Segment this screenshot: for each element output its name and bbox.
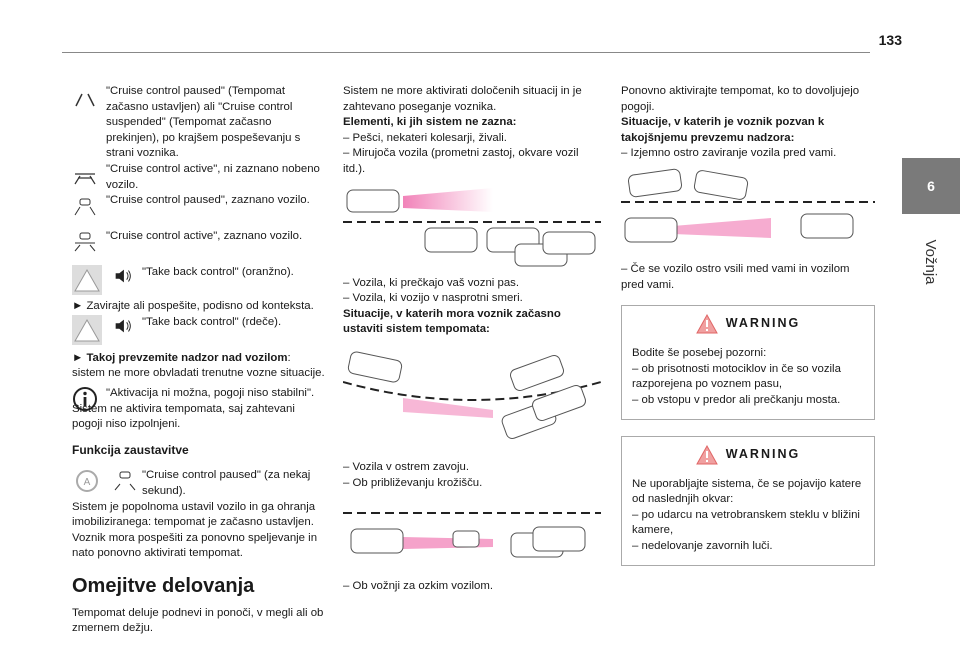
status-text: "Take back control" (oranžno). xyxy=(142,266,294,279)
warning-alert-icon xyxy=(72,314,102,345)
info-icon xyxy=(73,386,97,411)
paragraph: Sistem je popolnoma ustavil vozilo in ga… xyxy=(72,500,318,560)
warning-box: WARNING Bodite še posebej pozorni: – ob … xyxy=(621,305,875,420)
status-item: "Cruise control paused", zaznano vozilo. xyxy=(72,193,326,221)
column-left: "Cruise control paused" (Tempomat začasn… xyxy=(72,84,326,637)
list-item: – Ob vožnji za ozkim vozilom. xyxy=(343,580,494,593)
warning-text: – nedelovanje zavornih luči. xyxy=(632,539,773,552)
column-right: Ponovno aktivirajte tempomat, ko to dovo… xyxy=(621,84,875,566)
car-paused-icon xyxy=(114,471,136,491)
list-item: – Vozila, ki vozijo v nasprotni smeri. xyxy=(343,292,523,305)
illustration-crossing-vehicles xyxy=(343,184,601,268)
status-item: "Cruise control paused" (Tempomat začasn… xyxy=(72,84,326,162)
paragraph: Ponovno aktivirajte tempomat, ko to dovo… xyxy=(621,85,860,113)
status-text: "Cruise control paused" (za nekaj sekund… xyxy=(142,469,311,497)
paragraph: Tempomat deluje podnevi in ponoči, v meg… xyxy=(72,606,324,635)
list-heading: Situacije, v katerih je voznik pozvan k … xyxy=(621,116,825,144)
warning-title: WARNING xyxy=(725,446,801,461)
instruction: ► Zavirajte ali pospešite, podisno od ko… xyxy=(72,300,314,313)
status-item: "Cruise control active", zaznano vozilo. xyxy=(72,229,326,257)
warning-triangle-icon xyxy=(695,444,718,465)
list-item: – Ob približevanju krožišču. xyxy=(343,476,483,489)
paragraph: Sistem ne more aktivirati določenih situ… xyxy=(343,85,582,113)
lane-lines-icon xyxy=(75,93,95,107)
status-text: "Take back control" (rdeče). xyxy=(142,315,282,328)
warning-text: Ne uporabljajte sistema, če se pojavijo … xyxy=(632,477,862,506)
status-item: "Take back control" (oranžno). xyxy=(72,265,326,296)
illustration-narrow-vehicle xyxy=(343,505,601,571)
warning-text: – ob vstopu v predor ali prečkanju mosta… xyxy=(632,393,841,406)
warning-alert-icon xyxy=(72,265,102,296)
illustration-hard-braking xyxy=(621,168,875,254)
status-text: "Cruise control paused" (Tempomat začasn… xyxy=(106,85,301,160)
list-item: – Vozila, ki prečkajo vaš vozni pas. xyxy=(343,276,520,289)
warning-triangle-icon xyxy=(695,314,718,334)
car-active-icon xyxy=(74,232,96,252)
warning-text: – ob prisotnosti motociklov in če so voz… xyxy=(632,362,841,391)
list-item: – Mirujoča vozila (prometni zastoj, okva… xyxy=(343,147,579,175)
status-text: "Cruise control active", zaznano vozilo. xyxy=(106,230,303,243)
status-text: "Cruise control paused", zaznano vozilo. xyxy=(106,194,310,207)
warning-header: WARNING xyxy=(632,444,864,465)
list-item: – Vozila v ostrem zavoju. xyxy=(343,460,469,473)
status-text: "Cruise control active", ni zaznano nobe… xyxy=(106,162,320,191)
chapter-tab[interactable]: 6 xyxy=(902,158,960,214)
list-item: – Če se vozilo ostro vsili med vami in v… xyxy=(621,262,850,291)
info-item: "Aktivacija ni možna, pogoji niso stabil… xyxy=(72,386,326,433)
warning-text: – po udarcu na vetrobranskem steklu v bl… xyxy=(632,508,860,537)
list-heading: Elementi, ki jih sistem ne zazna: xyxy=(343,116,517,129)
status-item: "Cruise control active", ni zaznano nobe… xyxy=(72,162,326,193)
auto-hold-icon: A xyxy=(76,470,98,493)
section-subheading: Funkcija zaustavitve xyxy=(72,442,189,457)
section-heading: Omejitve delovanja xyxy=(72,574,255,597)
warning-text: Bodite še posebej pozorni: xyxy=(632,347,767,360)
svg-text:A: A xyxy=(84,477,91,488)
top-divider xyxy=(62,52,870,53)
status-item: A "Cruise control paused" (za nekaj seku… xyxy=(72,468,326,499)
list-heading: Situacije, v katerih mora voznik začasno… xyxy=(343,307,561,336)
warning-header: WARNING xyxy=(632,314,864,334)
warning-box: WARNING Ne uporabljajte sistema, če se p… xyxy=(621,435,875,566)
warning-title: WARNING xyxy=(725,316,801,331)
illustration-sharp-curve xyxy=(342,348,602,452)
chapter-title: Vožnja xyxy=(921,239,939,285)
list-item: – Pešci, nekateri kolesarji, živali. xyxy=(343,131,507,144)
car-paused-icon xyxy=(74,198,96,216)
page-number: 133 xyxy=(878,32,902,48)
sound-icon xyxy=(115,269,131,283)
sound-icon xyxy=(115,319,131,333)
column-middle: Sistem ne more aktivirati določenih situ… xyxy=(342,84,602,595)
lane-active-icon xyxy=(74,173,96,185)
instruction: ► Takoj prevzemite nadzor nad vozilom: s… xyxy=(72,351,325,380)
info-text: "Aktivacija ni možna, pogoji niso stabil… xyxy=(72,386,315,431)
list-item: – Izjemno ostro zaviranje vozila pred va… xyxy=(621,147,837,160)
status-item: "Take back control" (rdeče). xyxy=(72,314,326,345)
